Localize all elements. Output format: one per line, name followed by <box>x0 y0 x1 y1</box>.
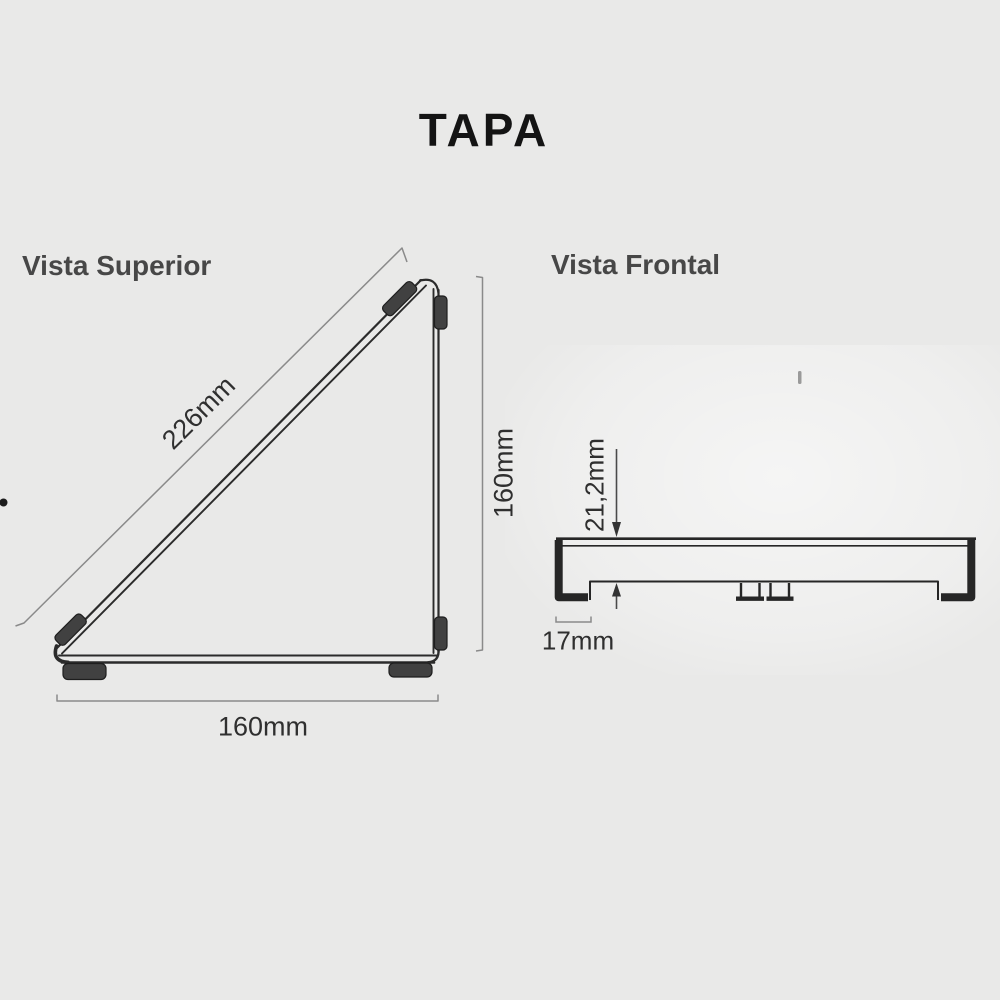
superior-view-label: Vista Superior <box>22 250 212 281</box>
left-edge-dot-artifact <box>0 498 8 507</box>
dimension-label-width: 160mm <box>217 711 309 742</box>
dimension-line-width <box>56 694 439 702</box>
dimension-line-hypotenuse <box>15 247 408 627</box>
right-end-cap <box>941 540 976 602</box>
center-clips <box>736 583 794 601</box>
right-tab-bottom <box>433 616 448 651</box>
superior-dimension-lines <box>15 247 484 702</box>
gray-tick-artifact <box>798 371 802 384</box>
right-tab-top <box>433 295 448 330</box>
hypotenuse-outer-line <box>54 278 423 651</box>
frontal-dimension-lines <box>555 449 621 623</box>
thickness-arrowhead-down-icon <box>612 522 621 537</box>
left-end-cap <box>554 540 588 602</box>
foot-left <box>62 662 107 681</box>
foot-right <box>388 662 433 678</box>
hypotenuse-clip-bottom <box>54 613 87 646</box>
dimension-label-foot-width: 17mm <box>541 625 615 656</box>
center-clip-left <box>739 583 761 597</box>
bottom-left-corner <box>53 644 70 665</box>
apex-corner <box>418 278 440 295</box>
frontal-view-drawing <box>554 537 976 602</box>
thickness-arrowhead-up-icon <box>612 583 621 597</box>
dimension-line-height <box>475 275 484 652</box>
frontal-view-label: Vista Frontal <box>551 249 721 280</box>
hypotenuse-inner-line <box>61 284 427 655</box>
dimension-label-thickness: 21,2mm <box>579 438 610 532</box>
interior-bottom-outline <box>589 580 939 600</box>
page-title: TAPA <box>418 104 550 156</box>
image-artifacts <box>0 371 802 507</box>
dimension-label-height: 160mm <box>488 427 519 519</box>
bottom-right-corner <box>426 647 440 664</box>
hypotenuse-clip-top <box>381 280 418 317</box>
foot-width-bracket <box>555 616 592 623</box>
superior-view-drawing <box>53 278 448 681</box>
center-clip-right <box>769 583 791 597</box>
